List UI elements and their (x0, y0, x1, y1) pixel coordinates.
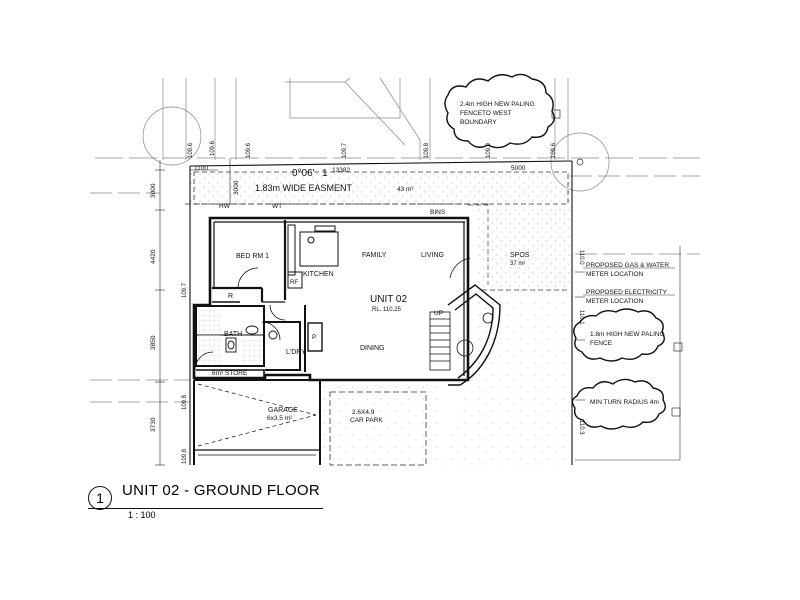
ground-hatching (190, 170, 570, 465)
note-fence-right-2: FENCE (590, 340, 613, 347)
rot-right-1: 110.0 (578, 250, 584, 265)
note-gas-water-2: METER LOCATION (586, 271, 644, 278)
hw-label: HW (219, 203, 231, 210)
entry-porch (447, 257, 501, 386)
callout-markers (551, 109, 683, 417)
rot-left-3: 109.8 (182, 448, 188, 464)
leader-lines (575, 246, 681, 461)
bath-fixtures (225, 325, 278, 353)
easement-label: 1.83m WIDE EASMENT (255, 183, 353, 193)
fridge-label: RF (290, 280, 298, 286)
house-walls (192, 216, 470, 382)
title-underline (88, 508, 323, 509)
note-gas-water-1: PROPOSED GAS & WATER (586, 262, 669, 269)
dim-3000-easement: 3000 (233, 180, 240, 195)
dimension-lines (155, 158, 231, 466)
dim-3000-left: 3000 (150, 183, 157, 198)
rot-top-1: 109.6 (188, 142, 194, 158)
right-offset-dim: 5000 (511, 165, 526, 172)
note-fence-top-1: 2.4m HIGH NEW PALING (460, 101, 535, 108)
note-turn-radius: MIN TURN RADIUS 4m (590, 399, 659, 406)
spos-label: SPOS (510, 252, 530, 259)
drawing-title: UNIT 02 - GROUND FLOOR (122, 482, 321, 499)
dim-3730: 3730 (150, 417, 157, 432)
robe-label: R (228, 293, 233, 300)
site-context-linework (90, 77, 700, 403)
garage-size: 6x3.5 m² (267, 415, 293, 422)
drawing-title-block: 1 UNIT 02 - GROUND FLOOR 1 : 100 (88, 482, 328, 522)
rot-top-2: 109.6 (210, 140, 216, 156)
carpark-label: CAR PARK (350, 417, 383, 424)
rot-right-2: 110.1 (578, 310, 584, 325)
rot-top-5: 109.8 (424, 142, 430, 158)
kitchen-fittings (287, 224, 339, 289)
bath-tiles (198, 310, 220, 365)
kitchen-label: KITCHEN (303, 271, 334, 278)
top-bearing: 0°06' (292, 168, 315, 179)
carpark-outline (329, 391, 427, 466)
rot-top-7: 109.6 (551, 142, 557, 158)
carpark-size: 2.6X4.9 (352, 409, 375, 416)
note-electricity-1: PROPOSED ELECTRICITY (586, 289, 668, 296)
bearing-partial: 1 (322, 168, 328, 179)
note-electricity-2: METER LOCATION (586, 298, 644, 305)
top-dimension: 13382 (332, 167, 350, 174)
wt-label: WT (272, 203, 282, 210)
store-label: 6m³ STORE (212, 370, 248, 377)
site-boundary (189, 160, 573, 465)
rot-top-6: 109.9 (486, 142, 492, 158)
easement-area: 43 m² (397, 186, 414, 193)
bath-label: BATH (224, 331, 242, 338)
ldry-label: L'DRY (286, 349, 306, 356)
note-fence-top-2: FENCETO WEST (460, 110, 512, 117)
note-fence-right-1: 1.8m HIGH NEW PALING (590, 331, 665, 338)
dining-label: DINING (360, 345, 385, 352)
easement-outline (193, 171, 569, 205)
rot-left-1: 109.7 (182, 282, 188, 298)
dim-4420: 4420 (150, 249, 157, 264)
rot-left-2: 109.8 (182, 394, 188, 410)
unit-rl: RL. 110.25 (372, 307, 402, 313)
door-swings (194, 267, 286, 371)
drawing-scale: 1 : 100 (128, 510, 156, 520)
revision-clouds (444, 73, 666, 430)
left-offset-dim: 1100 (194, 165, 208, 172)
bed-label: BED RM 1 (236, 253, 269, 260)
living-label: LIVING (421, 252, 444, 259)
garage-label: GARAGE (268, 407, 298, 414)
up-label: UP (434, 310, 443, 317)
stair (429, 311, 451, 371)
garage (193, 379, 321, 465)
unit-name: UNIT 02 (370, 294, 407, 305)
dim-3850: 3850 (150, 335, 157, 350)
note-fence-top-3: BOUNDARY (460, 119, 497, 126)
rot-right-3: 110.3 (578, 420, 584, 435)
family-label: FAMILY (362, 252, 387, 259)
bins-label: BINS (430, 209, 446, 216)
spos-area: 37 m² (510, 261, 525, 267)
rot-top-3: 109.6 (246, 142, 252, 158)
spos-outline (468, 204, 570, 291)
ldry-tiles (242, 340, 262, 364)
view-number: 1 (88, 486, 112, 510)
pantry-label: P (312, 334, 316, 341)
rot-top-4: 109.7 (342, 142, 348, 158)
